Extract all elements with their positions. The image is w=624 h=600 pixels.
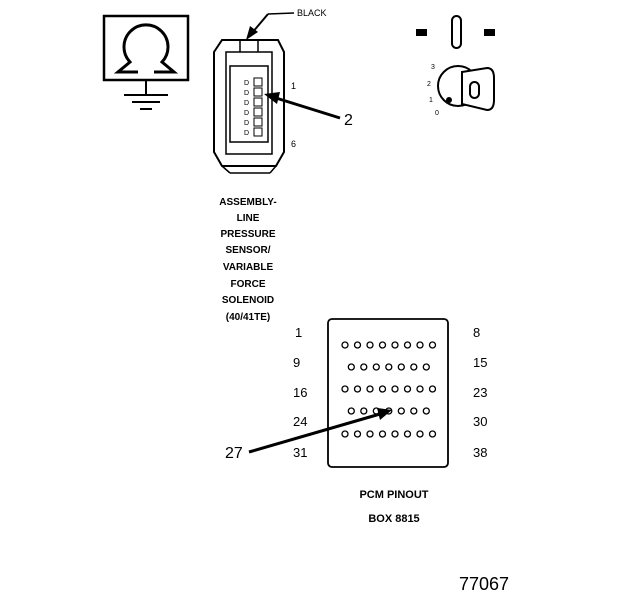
pcm-pin-hole	[378, 385, 387, 393]
black-label: BLACK	[297, 8, 327, 18]
pcm-pin-hole	[366, 385, 374, 393]
pin-letter: D	[244, 130, 249, 137]
key-position-label: 0	[435, 110, 439, 117]
pcm-pin-hole	[410, 363, 418, 371]
sensor-caption-line: PRESSURE	[220, 229, 275, 240]
pcm-row-right-label: 8	[473, 325, 480, 340]
callout-2-label: 2	[344, 112, 353, 129]
pcm-connector-box	[327, 318, 449, 468]
ground-symbol-icon	[102, 14, 190, 110]
ignition-key-icon	[416, 15, 495, 112]
callout-27-label: 27	[225, 445, 243, 462]
pcm-row-left-label: 1	[295, 325, 302, 340]
black-arrow	[246, 12, 295, 40]
pcm-pin-hole	[341, 385, 349, 393]
connector-pin-6-label: 6	[291, 139, 296, 149]
pcm-pin-hole	[347, 363, 355, 371]
pcm-row-left-label: 31	[293, 445, 307, 460]
pcm-pin-hole	[428, 430, 437, 438]
pin-letter: D	[244, 90, 249, 97]
pcm-pin-hole	[391, 430, 399, 438]
pcm-pin-hole	[378, 430, 387, 438]
pin-letter: D	[244, 110, 249, 117]
pcm-pin-hole	[403, 341, 412, 349]
pcm-pin-hole	[341, 430, 349, 438]
pcm-row-right-label: 30	[473, 414, 487, 429]
pin-letter: D	[244, 80, 249, 87]
pcm-pin-hole	[378, 341, 387, 349]
pcm-pin-hole	[422, 407, 430, 415]
sensor-caption-line: SOLENOID	[222, 295, 274, 306]
key-position-label: 3	[431, 64, 435, 71]
connector-pin-1-label: 1	[291, 81, 296, 91]
pin-letter: D	[244, 100, 249, 107]
pcm-pin-hole	[366, 341, 374, 349]
pcm-pin-hole	[416, 385, 424, 393]
callout-27-arrow	[248, 408, 392, 454]
pcm-caption-line: BOX 8815	[368, 513, 419, 525]
pcm-pin-hole	[360, 407, 368, 415]
pcm-pin-hole	[403, 430, 412, 438]
pcm-pin-hole	[391, 341, 399, 349]
sensor-caption-line: VARIABLE	[223, 262, 274, 273]
pcm-pin-hole	[403, 385, 412, 393]
pcm-pin-hole	[341, 341, 349, 349]
key-position-label: 2	[427, 81, 431, 88]
pcm-pin-hole	[416, 341, 424, 349]
figure-number: 77067	[459, 574, 509, 594]
pcm-row-right-label: 15	[473, 355, 487, 370]
pin-letter: D	[244, 120, 249, 127]
pcm-row-left-label: 16	[293, 385, 307, 400]
sensor-caption-line: LINE	[237, 213, 260, 224]
pcm-pin-hole	[397, 407, 405, 415]
pcm-pin-hole	[353, 385, 362, 393]
pcm-pin-hole	[372, 363, 380, 371]
pcm-row-left-label: 9	[293, 355, 300, 370]
sensor-caption-line: (40/41TE)	[226, 312, 270, 323]
pcm-pin-hole	[360, 363, 368, 371]
pcm-pin-grid	[341, 341, 437, 438]
pcm-pin-hole	[353, 341, 362, 349]
pcm-row-right-label: 38	[473, 445, 487, 460]
pcm-pin-hole	[353, 430, 362, 438]
pcm-pin-hole	[416, 430, 424, 438]
pcm-pin-hole	[366, 430, 374, 438]
pcm-row-right-label: 23	[473, 385, 487, 400]
pcm-pin-hole	[410, 407, 418, 415]
sensor-caption-line: SENSOR/	[225, 245, 270, 256]
key-position-label: 1	[429, 97, 433, 104]
pcm-pin-hole	[391, 385, 399, 393]
callout-2-arrow	[264, 92, 341, 120]
pcm-pin-hole	[347, 407, 355, 415]
sensor-caption-line: FORCE	[231, 279, 266, 290]
pcm-pin-hole	[422, 363, 430, 371]
pcm-row-left-label: 24	[293, 414, 307, 429]
connector-drawing	[213, 39, 285, 174]
pcm-pin-hole	[397, 363, 405, 371]
pcm-pin-hole	[428, 385, 437, 393]
pcm-caption-line: PCM PINOUT	[359, 489, 428, 501]
pcm-pin-hole	[385, 363, 393, 371]
sensor-caption-line: ASSEMBLY-	[219, 197, 276, 208]
pcm-pin-hole	[428, 341, 437, 349]
